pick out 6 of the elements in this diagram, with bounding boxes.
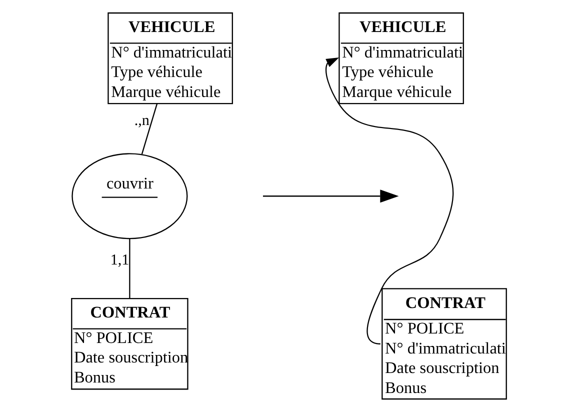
edge-label: .,n xyxy=(134,112,149,129)
node-ellipse: couvrir xyxy=(71,153,188,240)
connector xyxy=(140,104,158,154)
edge-label: 1,1 xyxy=(110,252,129,268)
connector xyxy=(128,238,130,298)
arrow xyxy=(325,58,454,344)
